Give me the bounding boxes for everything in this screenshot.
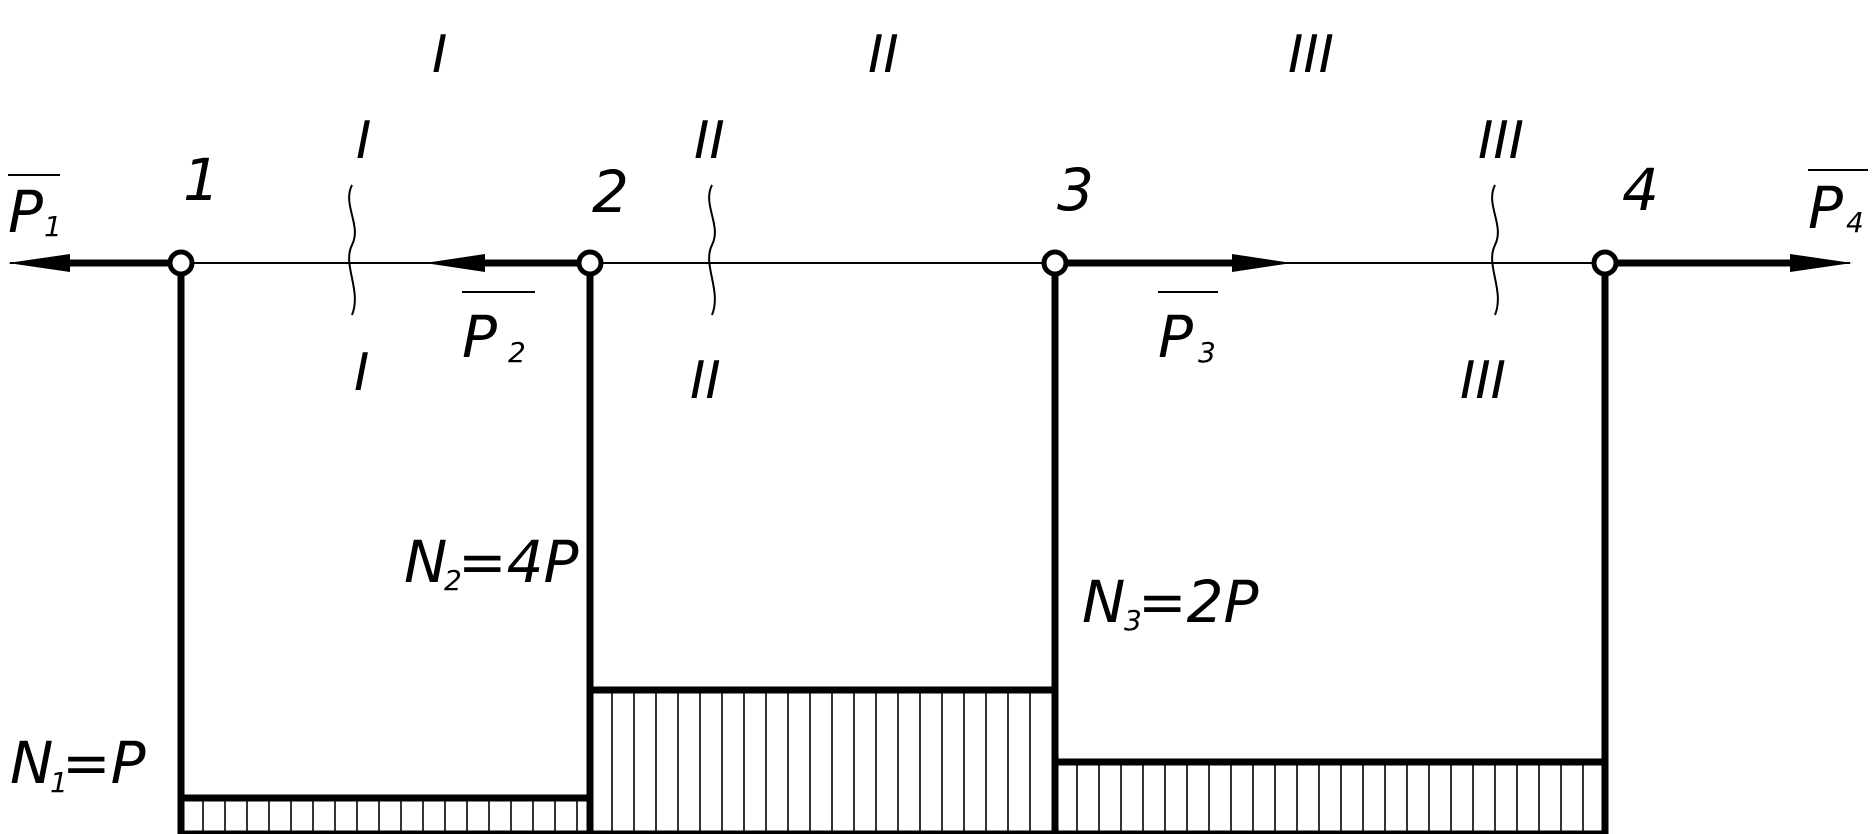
section-cut-2 [708, 184, 716, 316]
segment-2-block [590, 686, 1055, 834]
node-2-label: 2 [592, 158, 629, 226]
force-p4-arrow [1605, 254, 1852, 272]
node-1-label: 1 [183, 146, 220, 214]
svg-text:2: 2 [444, 564, 462, 597]
section-i-label-upper: I [356, 111, 371, 171]
node-1-circle [167, 249, 195, 277]
segment-2-label: N 2 =4P [404, 528, 578, 597]
segment-3-label: N 3 =2P [1082, 568, 1258, 637]
svg-text:P: P [8, 178, 43, 246]
force-p2-arrow [425, 254, 578, 272]
svg-text:4: 4 [1846, 206, 1864, 239]
node-3-circle [1041, 249, 1069, 277]
svg-text:P: P [1808, 174, 1843, 242]
svg-text:N: N [10, 729, 53, 797]
section-i-label-top: I [432, 25, 447, 85]
segment-3-block [1055, 758, 1605, 834]
section-cut-3 [1491, 184, 1499, 316]
node-4-label: 4 [1622, 156, 1659, 224]
section-ii-label-top: II [868, 25, 899, 85]
svg-text:3: 3 [1198, 336, 1216, 369]
svg-text:3: 3 [1124, 604, 1142, 637]
section-cut-1 [348, 184, 356, 316]
segment-1-label: N 1 =P [10, 729, 146, 799]
node-3-label: 3 [1057, 156, 1094, 224]
force-p2-label: P 2 [462, 291, 535, 371]
svg-text:1: 1 [44, 210, 62, 243]
section-iii-label-top: III [1288, 25, 1334, 85]
force-p1-arrow [8, 254, 172, 272]
segment-1-block [181, 794, 590, 834]
svg-text:2: 2 [508, 336, 526, 369]
force-p1-label: P 1 [8, 174, 62, 246]
svg-text:=4P: =4P [458, 528, 578, 596]
force-p3-label: P 3 [1158, 291, 1218, 371]
svg-text:1: 1 [50, 766, 68, 799]
section-iii-label-lower: III [1460, 351, 1506, 411]
svg-text:=P: =P [62, 729, 146, 797]
svg-text:P: P [462, 303, 497, 371]
section-i-label-lower: I [354, 343, 369, 403]
node-2-circle [576, 249, 604, 277]
svg-text:P: P [1158, 303, 1193, 371]
force-p4-label: P 4 [1808, 169, 1868, 242]
svg-text:N: N [1082, 568, 1125, 636]
svg-text:=2P: =2P [1138, 568, 1258, 636]
section-ii-label-upper: II [694, 111, 725, 171]
force-p3-arrow [1058, 254, 1292, 272]
section-ii-label-lower: II [690, 351, 721, 411]
node-4-circle [1591, 249, 1619, 277]
section-iii-label-upper: III [1478, 111, 1524, 171]
force-diagram-blocks [181, 686, 1605, 834]
svg-text:N: N [404, 528, 447, 596]
